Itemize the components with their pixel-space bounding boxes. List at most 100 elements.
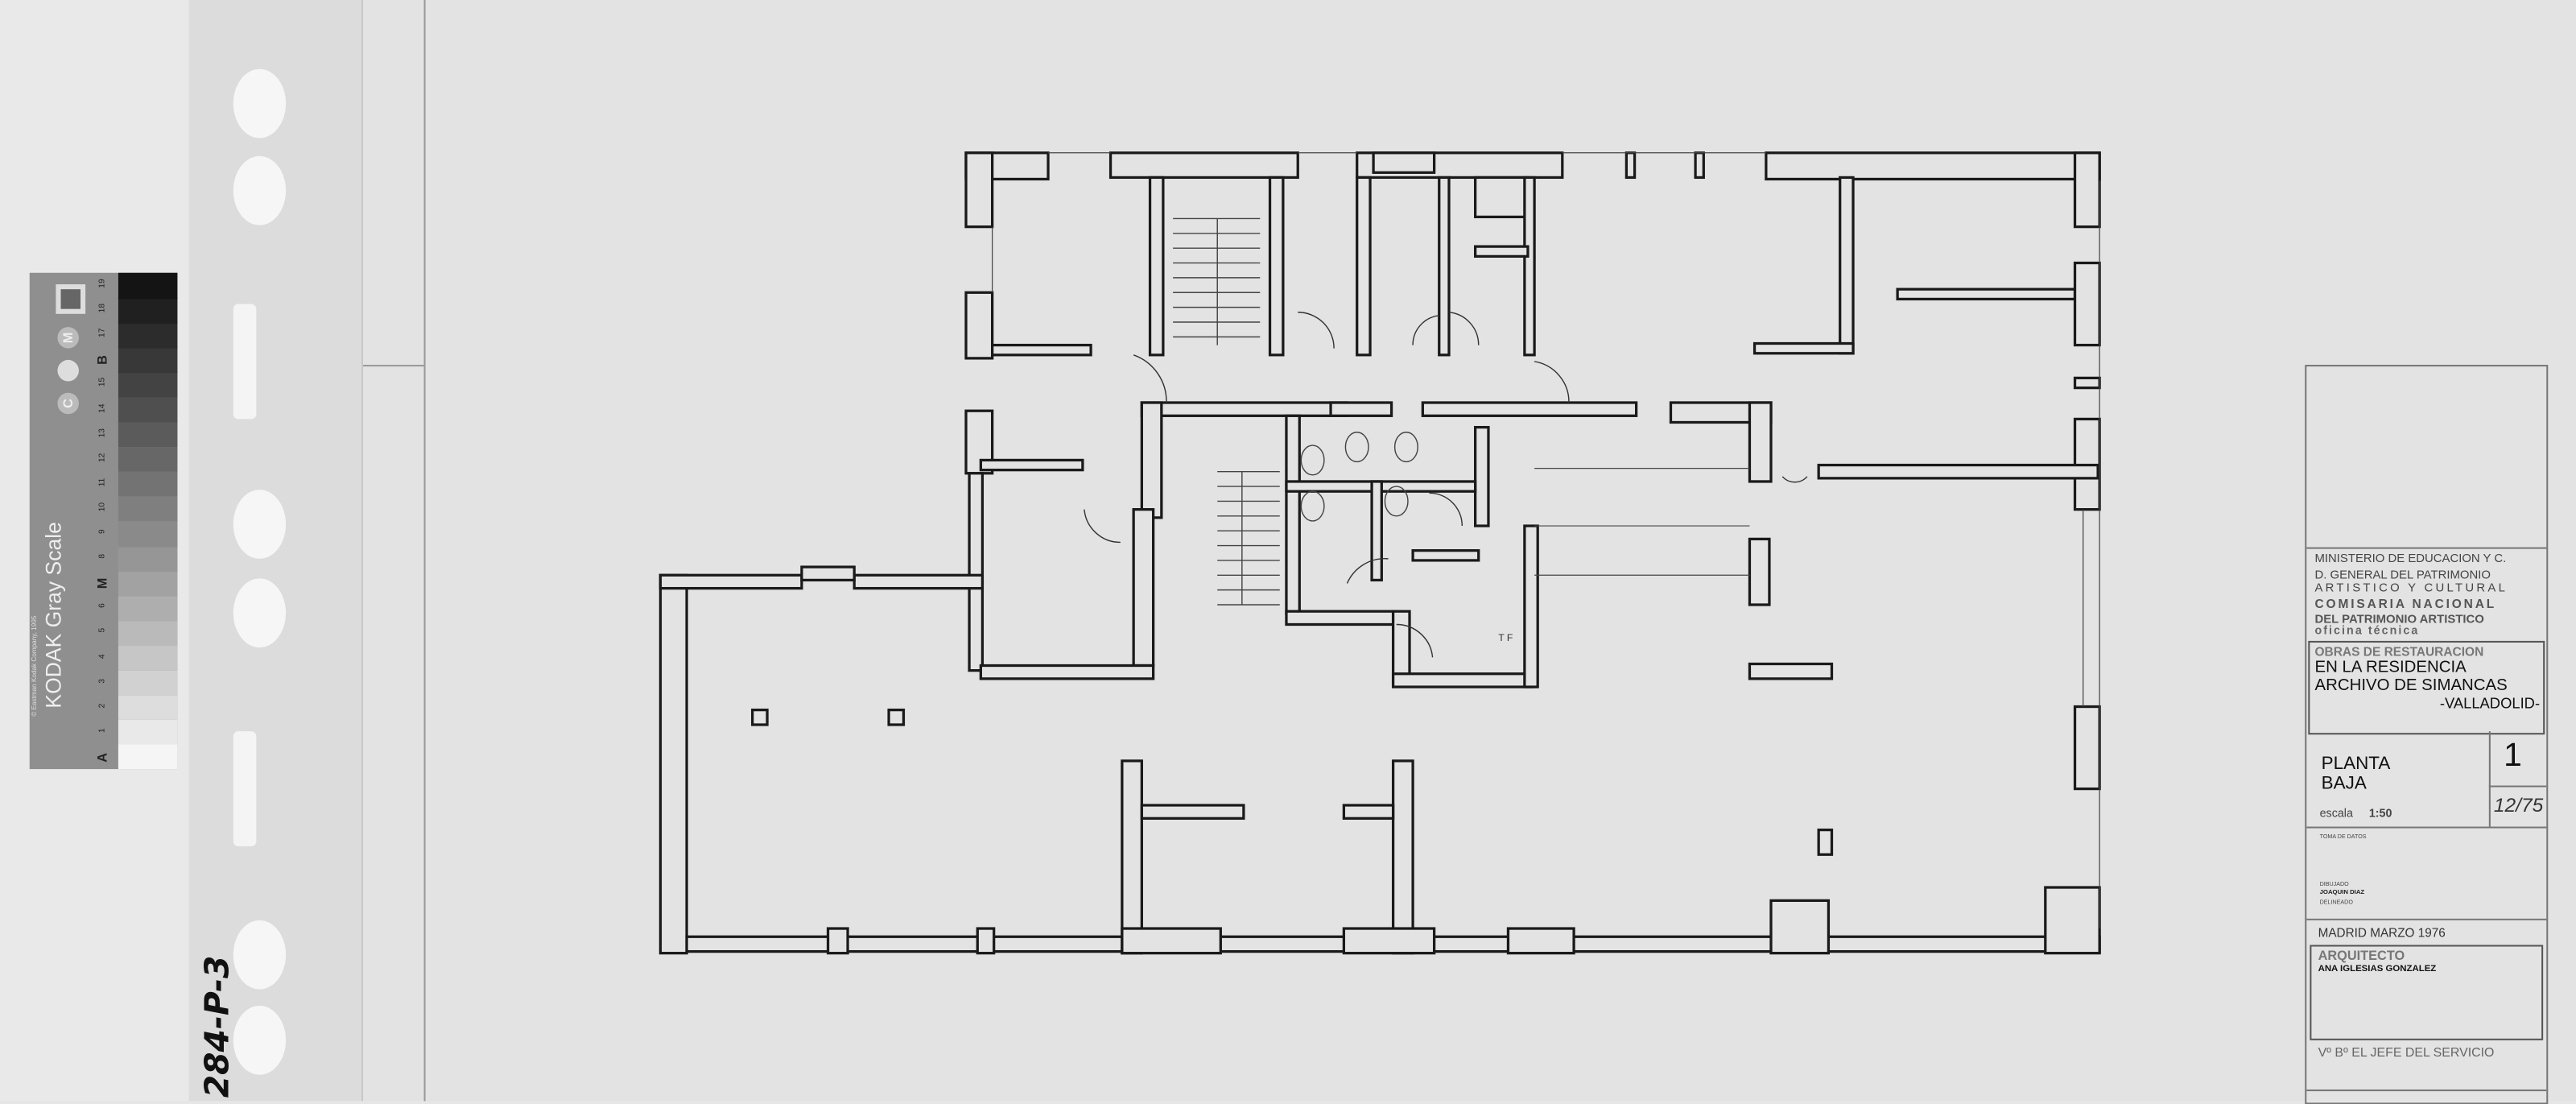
gray-patch — [118, 421, 178, 448]
drawn-label: DIBUJADO — [2319, 880, 2349, 888]
color-patch-y — [57, 359, 79, 382]
works: OBRAS DE RESTAURACION — [2314, 643, 2484, 660]
project-3: -VALLADOLID- — [2439, 695, 2541, 712]
door-swing — [1781, 476, 1808, 483]
wall — [1896, 287, 2077, 301]
wall — [1438, 176, 1451, 357]
architect-box: ARQUITECTO ANA IGLESIAS GONZALEZ — [2310, 945, 2544, 1040]
drawn-by: JOAQUIN DIAZ — [2319, 889, 2365, 896]
punch-hole — [233, 578, 287, 648]
sheet-number: 1 — [2504, 738, 2522, 775]
direction-2: ARTISTICO Y CULTURAL — [2314, 580, 2508, 595]
wall — [1391, 672, 1534, 688]
wall — [979, 458, 1084, 472]
wall — [751, 708, 769, 726]
wall — [1523, 524, 1539, 688]
gray-patch — [118, 595, 178, 622]
sheet-title-2: BAJA — [2321, 774, 2367, 794]
wall — [979, 664, 1155, 680]
wall — [1140, 401, 1163, 519]
wall — [2073, 151, 2101, 229]
office: oficina técnica — [2314, 626, 2420, 638]
wall — [1370, 480, 1383, 582]
wall — [1474, 176, 1530, 219]
wall — [1748, 401, 1773, 483]
gray-patch — [118, 645, 178, 671]
gray-patch — [118, 396, 178, 423]
wall — [1132, 508, 1155, 668]
wall — [2073, 261, 2101, 347]
gray-patch — [118, 471, 178, 498]
wall — [968, 472, 985, 672]
wall — [1285, 610, 1395, 626]
punch-hole — [233, 920, 287, 990]
punch-hole — [233, 1005, 287, 1075]
gray-patch — [118, 744, 178, 771]
wall — [1121, 759, 1143, 955]
wall — [976, 927, 996, 955]
wall — [1523, 176, 1536, 357]
door-swing — [1396, 623, 1434, 658]
sheet-title-1: PLANTA — [2321, 754, 2391, 775]
wall — [887, 708, 906, 726]
scale-label: escala — [2319, 808, 2353, 821]
wall — [852, 573, 985, 590]
wall — [1342, 804, 1395, 820]
wall — [1817, 463, 2099, 480]
wall — [1411, 549, 1480, 562]
wall — [658, 573, 803, 590]
gray-patch — [118, 297, 178, 324]
gray-patch — [118, 446, 178, 473]
wall — [1140, 804, 1245, 820]
wall — [1342, 927, 1436, 955]
door-swing — [1084, 509, 1121, 544]
gray-patch — [118, 620, 178, 647]
toilet-fixture — [1300, 490, 1325, 522]
data-collection: TOMA DE DATOS — [2319, 833, 2367, 840]
wall — [1694, 151, 1705, 180]
door-swing — [1534, 361, 1570, 403]
gray-patch — [118, 545, 178, 572]
wall — [2044, 886, 2101, 955]
gray-patch — [118, 322, 178, 349]
scale-value: 1:50 — [2368, 808, 2392, 821]
gray-patch — [118, 694, 178, 721]
kodak-gray-scale: © Eastman Kodak Company, 1995 KODAK Gray… — [29, 272, 178, 771]
wall — [2073, 376, 2101, 390]
wall — [1140, 401, 1349, 417]
sheet-border-line — [423, 0, 426, 1102]
wall — [1817, 828, 1834, 856]
punch-hole — [233, 490, 287, 559]
toilet-fixture — [1300, 444, 1325, 476]
project-box: OBRAS DE RESTAURACION EN LA RESIDENCIA A… — [2308, 640, 2545, 735]
door-swing — [1133, 354, 1167, 403]
project-2: ARCHIVO DE SIMANCAS — [2314, 676, 2508, 696]
wall — [991, 343, 1092, 357]
wall — [1769, 899, 1831, 955]
door-swing — [1298, 312, 1335, 349]
wall — [1474, 425, 1490, 527]
wall — [1624, 151, 1637, 180]
toilet-fixture — [1384, 486, 1409, 517]
door-swing — [1346, 558, 1389, 584]
label-tf: T F — [1498, 632, 1513, 643]
commission-1: COMISARIA NACIONAL — [2314, 596, 2497, 612]
door-swing — [1412, 315, 1439, 345]
architect-label: ARQUITECTO — [2318, 948, 2405, 963]
wall — [1268, 176, 1285, 357]
wall — [1148, 176, 1165, 357]
direction-1: D. GENERAL DEL PATRIMONIO — [2314, 567, 2491, 582]
wall — [826, 927, 849, 955]
wall — [1474, 245, 1530, 258]
wall — [1108, 151, 1299, 180]
architect-name: ANA IGLESIAS GONZALEZ — [2318, 964, 2437, 975]
ministry: MINISTERIO DE EDUCACION Y C. — [2314, 550, 2507, 566]
wall — [1748, 662, 1834, 680]
wall — [1372, 151, 1436, 174]
wall — [1356, 176, 1372, 357]
gray-patch — [118, 520, 178, 547]
delineated-label: DELINEADO — [2319, 899, 2353, 906]
wall — [964, 151, 994, 229]
gray-patch — [118, 719, 178, 746]
